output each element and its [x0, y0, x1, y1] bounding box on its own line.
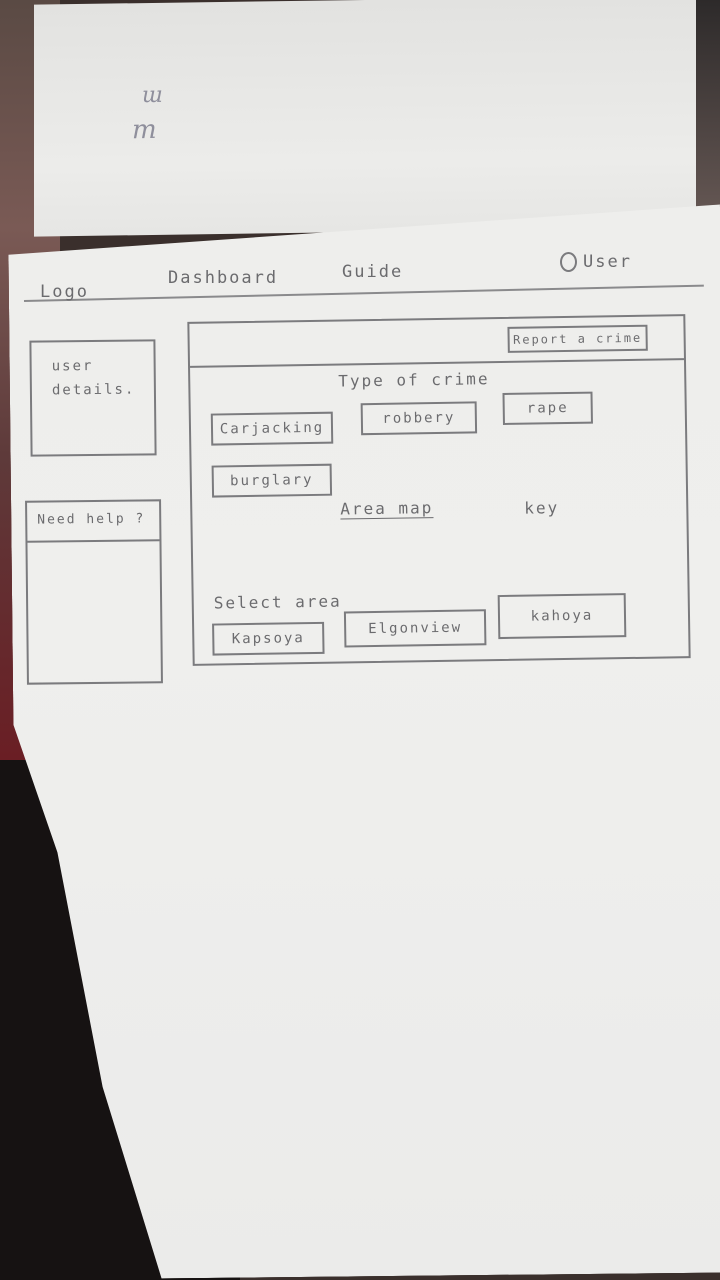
main-panel: Report a crime Type of crime Carjacking …: [187, 314, 691, 666]
nav-user-label: User: [583, 252, 632, 272]
nav-user[interactable]: User: [560, 252, 632, 272]
crime-chip-rape[interactable]: rape: [502, 391, 593, 425]
nav-logo[interactable]: Logo: [40, 282, 89, 302]
user-details-label: user details.: [51, 357, 136, 399]
crime-chip-carjacking[interactable]: Carjacking: [210, 411, 334, 446]
crime-type-heading: Type of crime: [338, 369, 490, 391]
user-icon: [560, 252, 577, 272]
select-area-label: Select area: [213, 591, 342, 613]
scribble-mark: m: [132, 114, 157, 146]
report-crime-button[interactable]: Report a crime: [507, 324, 648, 353]
background-sheet: ɯ m: [34, 0, 696, 237]
map-key-label: key: [524, 498, 560, 518]
crime-chip-burglary[interactable]: burglary: [211, 463, 333, 498]
panel-header-divider: [190, 358, 684, 368]
scribble-mark: ɯ: [142, 82, 163, 109]
help-title[interactable]: Need help ?: [37, 511, 146, 528]
area-chip-kahoya[interactable]: kahoya: [497, 593, 627, 640]
nav-dashboard[interactable]: Dashboard: [168, 268, 279, 288]
area-chip-kapsoya[interactable]: Kapsoya: [212, 621, 325, 656]
user-details-card: user details.: [29, 339, 157, 457]
nav-guide[interactable]: Guide: [342, 262, 404, 282]
crime-chip-robbery[interactable]: robbery: [360, 401, 478, 436]
help-divider: [27, 539, 160, 543]
help-panel: Need help ?: [25, 499, 163, 685]
area-map-label: Area map: [340, 498, 434, 519]
area-chip-elgonview[interactable]: Elgonview: [343, 609, 487, 648]
